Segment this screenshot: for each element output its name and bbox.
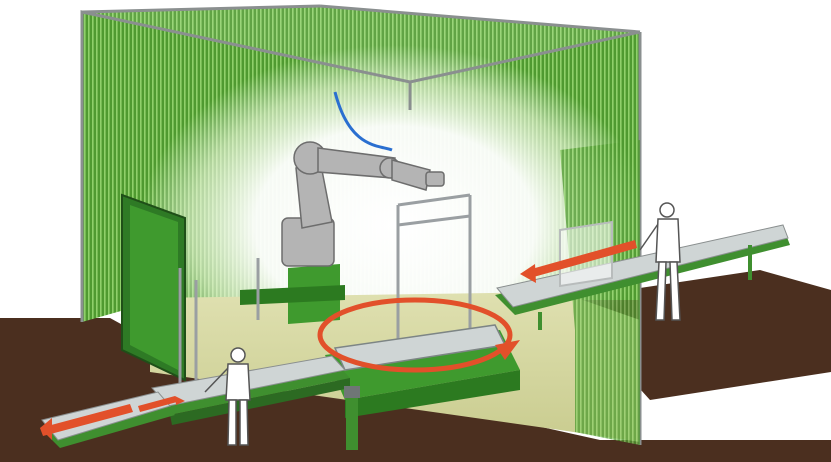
control-pedestal [344,386,360,450]
open-door [121,193,186,382]
rotation-arrow-icon [317,297,520,373]
robot-arm-icon [281,141,445,267]
flow-arrow-icon [40,240,637,440]
robot-cable [333,91,393,152]
worker-icon [639,202,681,321]
fixture-stand-right [396,193,472,350]
worker-icon [204,347,251,446]
robot-pedestal [240,264,345,324]
ceiling [82,6,640,82]
conveyor-right [495,224,790,330]
rotary-table [325,324,520,418]
fixture-stand-left [178,258,260,404]
